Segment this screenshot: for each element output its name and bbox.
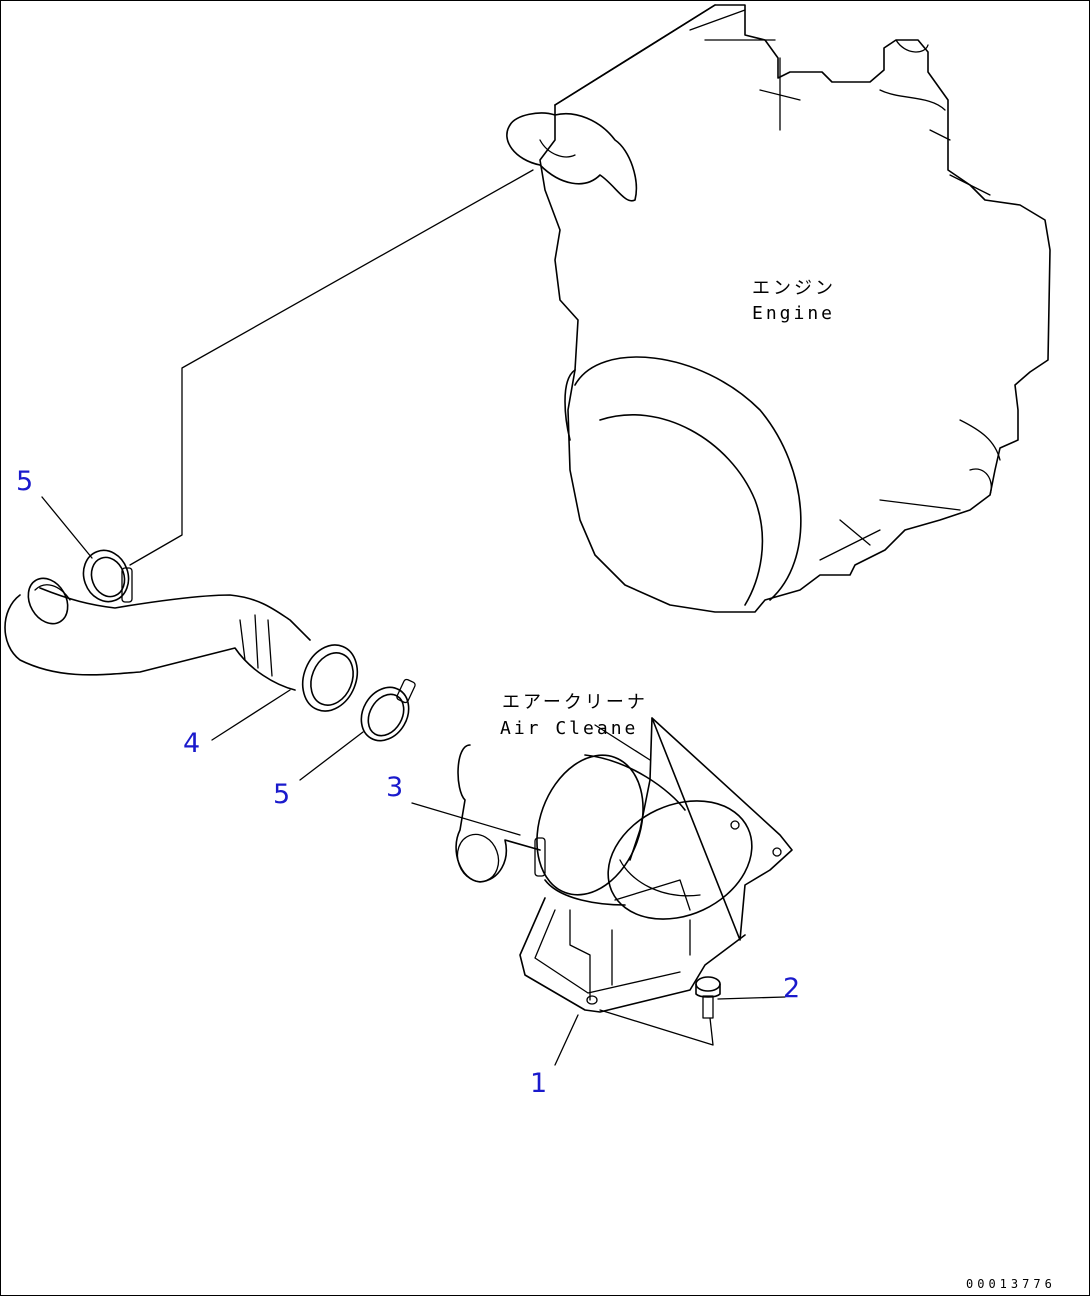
intake-hose: [4, 577, 359, 712]
connection-line-engine: [129, 169, 534, 566]
air-cleaner: [455, 744, 753, 920]
callout-2: 2: [783, 973, 800, 1004]
engine-illustration: [506, 4, 1051, 613]
callout-3: 3: [386, 772, 403, 803]
engine-label-jp: エンジン: [752, 278, 836, 299]
air-cleaner-label-jp: エアークリーナ: [502, 692, 648, 713]
air-cleaner-label-en: Air Cleane: [500, 718, 638, 739]
callout-1: 1: [530, 1068, 547, 1099]
bolt: [695, 976, 721, 1019]
callout-leaders: [41, 496, 786, 1066]
engine-label-en: Engine: [752, 303, 835, 324]
callout-5-lower: 5: [273, 779, 290, 810]
drawing-code: 00013776: [966, 1277, 1056, 1291]
hose-clamp-lower: [360, 678, 416, 742]
hose-clamp-upper: [82, 549, 133, 603]
callout-5-upper: 5: [16, 466, 33, 497]
callout-4: 4: [183, 728, 200, 759]
mounting-bracket: [519, 717, 793, 1046]
